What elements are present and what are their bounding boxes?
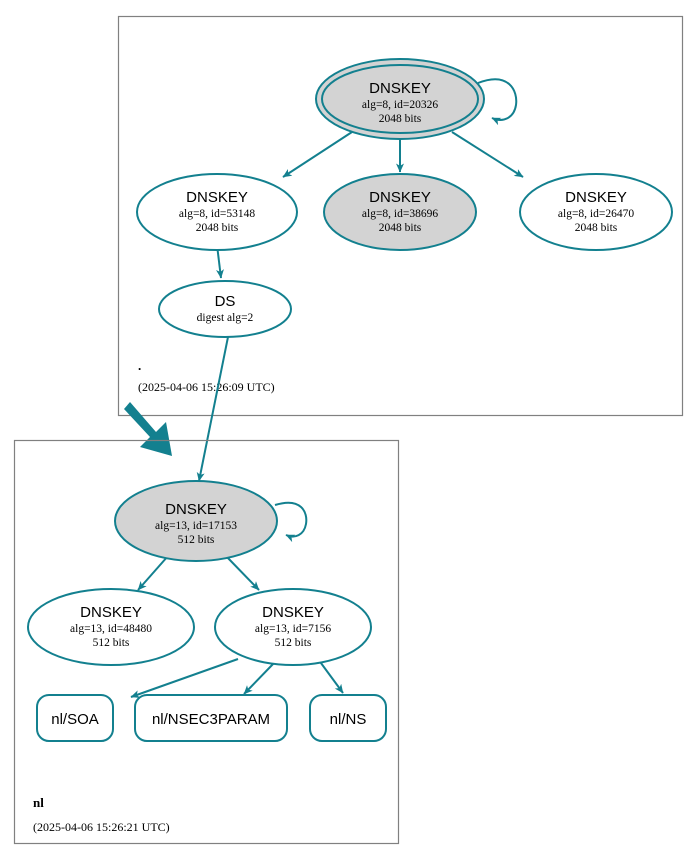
node-root-ds[interactable]: DS digest alg=2 [158,280,292,338]
node-nl-nsec3param-outline [134,694,288,742]
zone-nl: DNSKEY alg=13, id=17153 512 bits DNSKEY … [13,439,400,845]
node-nl-soa[interactable]: nl/SOA [36,694,114,742]
node-root-ksk-20326-title: DNSKEY [369,80,431,97]
node-nl-zsk-7156-bits: 512 bits [275,637,312,649]
node-nl-ksk-17153-title: DNSKEY [165,501,227,518]
node-nl-ksk-17153-alg-id: alg=13, id=17153 [155,520,237,532]
node-nl-zsk-48480-bits: 512 bits [93,637,130,649]
edge-root-ksk-to-zsk-26470 [451,131,524,178]
node-root-zsk-38696-bits: 2048 bits [379,222,422,234]
node-nl-soa-outline [36,694,114,742]
edge-nl-zsk-7156-to-ns [317,658,344,694]
zone-root-name: . [138,358,141,373]
node-root-zsk-38696-alg-id: alg=8, id=38696 [362,208,438,220]
zone-root: DNSKEY alg=8, id=20326 2048 bits DNSKEY … [117,15,684,417]
node-nl-ns[interactable]: nl/NS [309,694,387,742]
node-nl-zsk-7156-alg-id: alg=13, id=7156 [255,623,331,635]
node-root-ksk-20326-bits: 2048 bits [379,113,422,125]
node-root-zsk-26470-bits: 2048 bits [575,222,618,234]
node-root-ksk-20326-alg-id: alg=8, id=20326 [362,99,438,111]
node-root-ds-digest: digest alg=2 [197,312,254,324]
node-root-zsk-26470-title: DNSKEY [565,189,627,206]
zone-root-timestamp: (2025-04-06 15:26:09 UTC) [138,380,275,394]
node-root-zsk-38696[interactable]: DNSKEY alg=8, id=38696 2048 bits [323,173,477,251]
node-root-ksk-20326-inner-outline [321,64,479,134]
node-root-zsk-53148-outline [136,173,298,251]
node-nl-ksk-17153-bits: 512 bits [178,534,215,546]
node-nl-ns-label: nl/NS [330,711,367,728]
node-nl-zsk-7156-title: DNSKEY [262,604,324,621]
node-root-zsk-53148[interactable]: DNSKEY alg=8, id=53148 2048 bits [136,173,298,251]
node-nl-ksk-17153-outline [114,480,278,562]
node-root-zsk-26470-alg-id: alg=8, id=26470 [558,208,634,220]
edge-zone-delegation-root-to-nl [124,402,172,456]
node-nl-zsk-48480-title: DNSKEY [80,604,142,621]
node-root-zsk-38696-title: DNSKEY [369,189,431,206]
node-root-zsk-53148-bits: 2048 bits [196,222,239,234]
node-nl-nsec3param-label: nl/NSEC3PARAM [152,711,270,728]
edge-nl-ksk-to-zsk-48480 [137,555,169,591]
node-root-ds-outline [158,280,292,338]
node-root-zsk-53148-alg-id: alg=8, id=53148 [179,208,255,220]
node-nl-ksk-17153[interactable]: DNSKEY alg=13, id=17153 512 bits [114,480,278,562]
zone-nl-border [13,439,400,845]
node-nl-nsec3param[interactable]: nl/NSEC3PARAM [134,694,288,742]
edge-nl-ksk-to-zsk-7156 [225,555,260,591]
edge-nl-ksk-self-signature [274,501,308,543]
node-nl-zsk-48480[interactable]: DNSKEY alg=13, id=48480 512 bits [27,588,195,666]
edge-nl-zsk-7156-to-soa [130,658,239,698]
edge-root-ksk-to-zsk-53148 [282,131,353,178]
node-root-zsk-53148-title: DNSKEY [186,189,248,206]
node-nl-soa-label: nl/SOA [51,711,99,728]
node-root-ksk-20326[interactable]: DNSKEY alg=8, id=20326 2048 bits [315,58,485,140]
node-nl-zsk-48480-outline [27,588,195,666]
edge-root-ksk-self-signature [477,78,518,126]
node-nl-zsk-7156-outline [214,588,372,666]
node-root-zsk-38696-outline [323,173,477,251]
node-root-ds-title: DS [215,293,236,310]
node-nl-zsk-48480-alg-id: alg=13, id=48480 [70,623,152,635]
edge-nl-zsk-7156-to-nsec3param [243,662,275,695]
edge-root-ds-to-nl-ksk [196,336,229,482]
node-nl-zsk-7156[interactable]: DNSKEY alg=13, id=7156 512 bits [214,588,372,666]
node-root-zsk-26470-outline [519,173,673,251]
node-nl-ns-outline [309,694,387,742]
zone-nl-timestamp: (2025-04-06 15:26:21 UTC) [33,820,170,834]
zone-root-border [117,15,684,417]
zone-nl-name: nl [33,795,44,810]
node-root-zsk-26470[interactable]: DNSKEY alg=8, id=26470 2048 bits [519,173,673,251]
